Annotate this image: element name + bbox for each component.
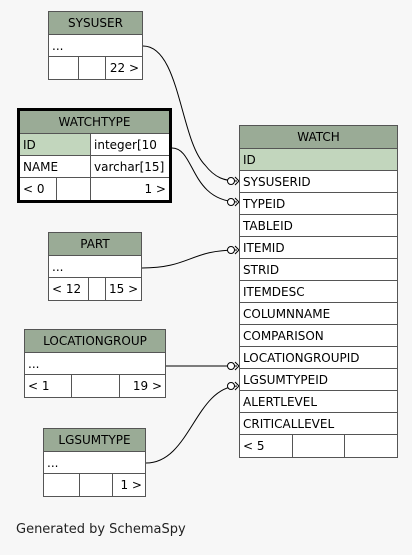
table-locationgroup[interactable]: LOCATIONGROUP ... < 1 19 >	[24, 329, 166, 398]
table-row: TABLEID	[240, 215, 397, 237]
table-row: ITEMID	[240, 237, 397, 259]
table-row: ...	[25, 353, 165, 375]
table-sysuser[interactable]: SYSUSER ... 22 >	[48, 11, 143, 80]
table-footer: < 0 1 >	[20, 178, 169, 200]
edge-watchtype-watch	[171, 147, 238, 203]
table-footer: 1 >	[44, 474, 145, 496]
table-footer: < 1 19 >	[25, 375, 165, 397]
table-row: COLUMNNAME	[240, 303, 397, 325]
table-row: STRID	[240, 259, 397, 281]
crowsfoot-typeid	[227, 198, 235, 206]
edge-lgsumtype-watch	[145, 385, 238, 464]
table-row: NAME varchar[15]	[20, 156, 169, 178]
edge-sysuser-watch	[142, 45, 238, 182]
crowsfoot-sysuserid	[227, 177, 235, 185]
table-watch[interactable]: WATCH ID SYSUSERID TYPEID TABLEID ITEMID…	[239, 125, 398, 458]
table-row: COMPARISON	[240, 325, 397, 347]
table-row: ITEMDESC	[240, 281, 397, 303]
table-row: TYPEID	[240, 193, 397, 215]
table-row: ID	[240, 149, 397, 171]
table-row: CRITICALLEVEL	[240, 413, 397, 435]
edge-part-watch	[141, 249, 238, 269]
table-footer: 22 >	[49, 57, 142, 79]
table-footer: < 5	[240, 435, 397, 457]
table-row: ALERTLEVEL	[240, 391, 397, 413]
table-row: ...	[49, 256, 141, 278]
table-lgsumtype[interactable]: LGSUMTYPE ... 1 >	[43, 428, 146, 497]
table-row: ...	[49, 35, 142, 57]
table-row: LOCATIONGROUPID	[240, 347, 397, 369]
table-row: ...	[44, 452, 145, 474]
table-row: LGSUMTYPEID	[240, 369, 397, 391]
table-row: ID integer[10	[20, 134, 169, 156]
table-watchtype[interactable]: WATCHTYPE ID integer[10 NAME varchar[15]…	[17, 108, 172, 203]
table-name: LOCATIONGROUP	[25, 330, 165, 353]
table-name: WATCHTYPE	[20, 111, 169, 134]
table-name: PART	[49, 233, 141, 256]
table-part[interactable]: PART ... < 12 15 >	[48, 232, 142, 301]
table-name: LGSUMTYPE	[44, 429, 145, 452]
crowsfoot-itemid	[227, 246, 235, 254]
table-name: SYSUSER	[49, 12, 142, 35]
footer-credit: Generated by SchemaSpy	[16, 522, 186, 537]
table-name: WATCH	[240, 126, 397, 149]
table-footer: < 12 15 >	[49, 278, 141, 300]
crowsfoot-lgsumtypeid	[227, 382, 235, 390]
crowsfoot-locationgroupid	[227, 362, 235, 370]
table-row: SYSUSERID	[240, 171, 397, 193]
